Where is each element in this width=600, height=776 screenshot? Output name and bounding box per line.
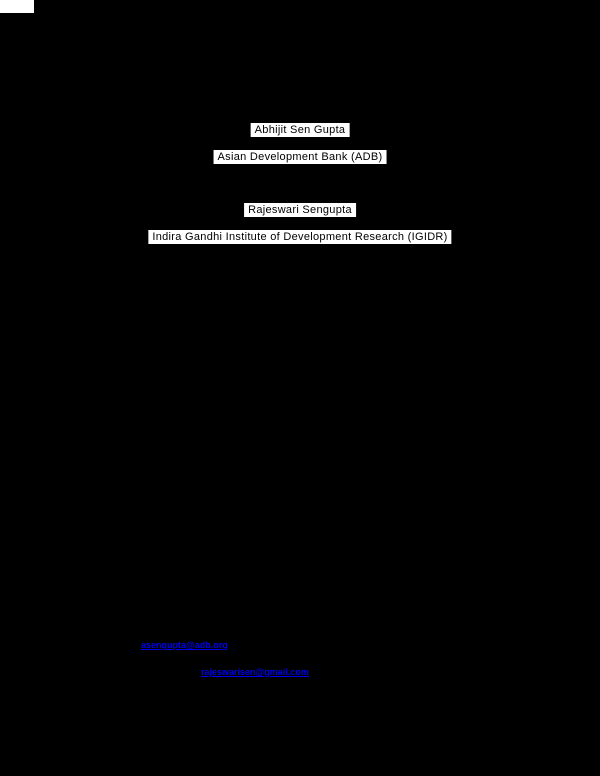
author1-email-link[interactable]: asengupta@adb.org <box>141 640 228 650</box>
author2-email-link[interactable]: rajeswarisen@gmail.com <box>201 667 309 677</box>
page-corner-artifact <box>0 0 34 13</box>
author1-affiliation: Asian Development Bank (ADB) <box>213 150 387 164</box>
author2-affiliation: Indira Gandhi Institute of Development R… <box>148 230 452 244</box>
author1-name: Abhijit Sen Gupta <box>250 123 350 137</box>
author2-name: Rajeswari Sengupta <box>244 203 356 217</box>
